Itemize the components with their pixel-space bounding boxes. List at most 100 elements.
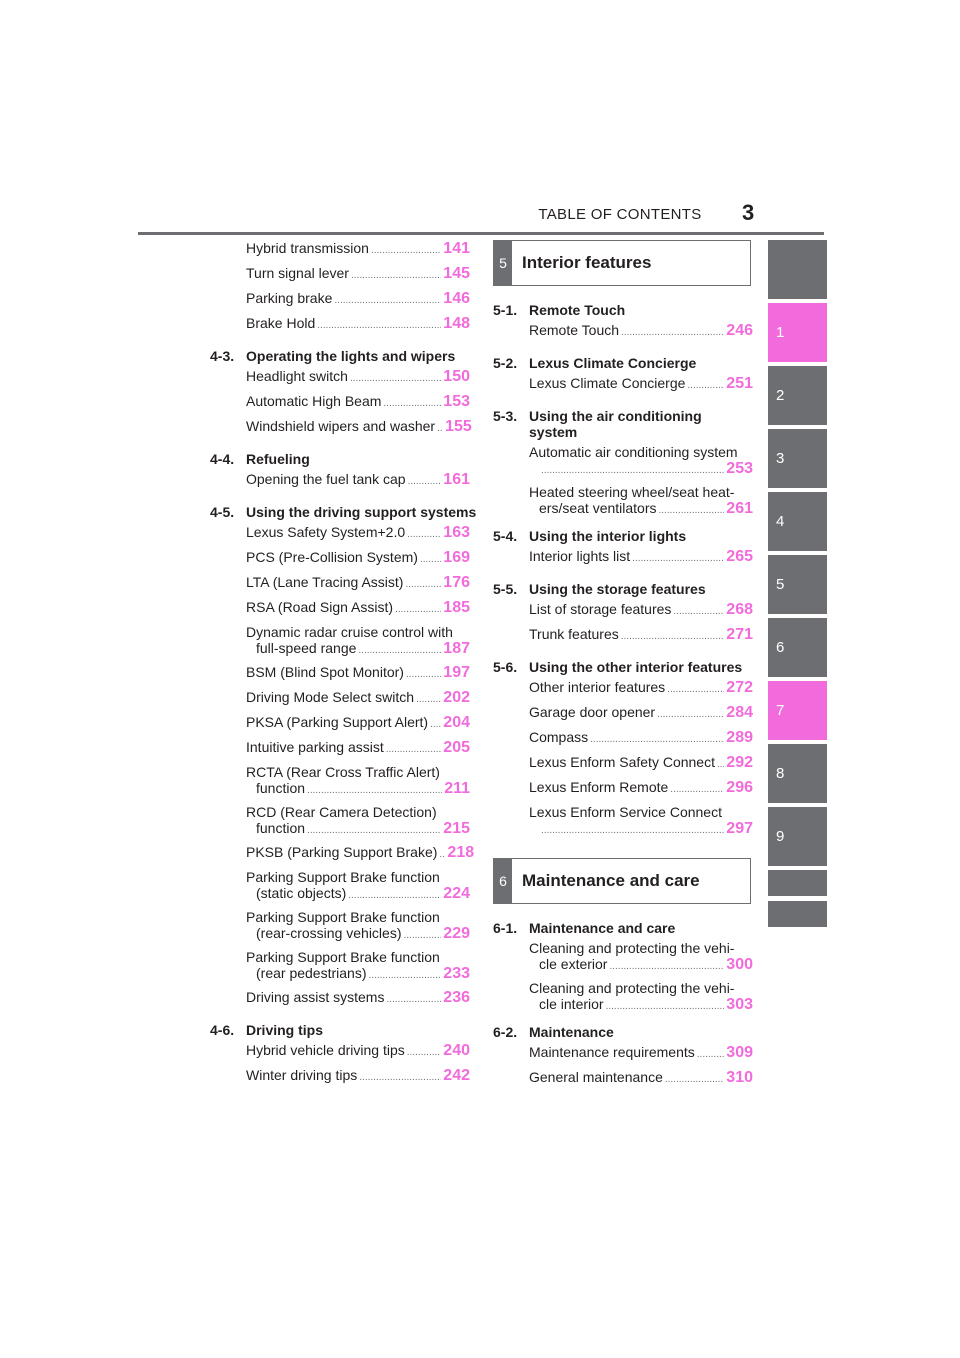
toc-entry[interactable]: Parking brake146 [246, 290, 470, 315]
toc-entry[interactable]: Heated steering wheel/seat heat-ers/seat… [493, 484, 753, 520]
toc-entry[interactable]: Hybrid vehicle driving tips240 [246, 1042, 470, 1067]
toc-entry[interactable]: Driving assist systems236 [246, 989, 470, 1014]
toc-page-number[interactable]: 202 [443, 689, 470, 706]
toc-page-number[interactable]: 161 [443, 471, 470, 488]
toc-entry[interactable]: Lexus Enform Service Connect297 [493, 804, 753, 840]
chapter-tab-index-b[interactable] [768, 901, 827, 927]
toc-page-number[interactable]: 309 [726, 1044, 753, 1061]
toc-page-number[interactable]: 242 [443, 1067, 470, 1084]
chapter-tab-index-a[interactable] [768, 870, 827, 896]
toc-page-number[interactable]: 265 [726, 548, 753, 565]
chapter-tab-blank[interactable] [768, 240, 827, 299]
chapter-tab-1[interactable]: 1 [768, 303, 827, 362]
toc-entry[interactable]: Trunk features271 [493, 626, 753, 651]
toc-page-number[interactable]: 300 [726, 956, 753, 973]
toc-entry[interactable]: RSA (Road Sign Assist)185 [246, 599, 470, 624]
chapter-tab-4[interactable]: 4 [768, 492, 827, 551]
toc-page-number[interactable]: 155 [445, 418, 472, 435]
toc-page-number[interactable]: 272 [726, 679, 753, 696]
leader-dots [359, 1072, 441, 1083]
toc-page-number[interactable]: 197 [443, 664, 470, 681]
toc-entry[interactable]: Maintenance requirements309 [493, 1044, 753, 1069]
toc-entry[interactable]: Winter driving tips242 [246, 1067, 470, 1092]
toc-page-number[interactable]: 169 [443, 549, 470, 566]
toc-page-number[interactable]: 163 [443, 524, 470, 541]
toc-entry[interactable]: Lexus Enform Remote296 [493, 779, 753, 804]
toc-page-number[interactable]: 303 [726, 996, 753, 1013]
toc-entry[interactable]: Hybrid transmission141 [246, 240, 470, 265]
toc-page-number[interactable]: 224 [443, 885, 470, 902]
toc-page-number[interactable]: 229 [443, 925, 470, 942]
toc-entry[interactable]: Opening the fuel tank cap161 [246, 471, 470, 496]
toc-page-number[interactable]: 296 [726, 779, 753, 796]
toc-entry[interactable]: Parking Support Brake function(static ob… [246, 869, 470, 905]
toc-page-number[interactable]: 215 [443, 820, 470, 837]
toc-page-number[interactable]: 246 [726, 322, 753, 339]
toc-page-number[interactable]: 211 [444, 780, 470, 797]
toc-page-number[interactable]: 271 [726, 626, 753, 643]
toc-page-number[interactable]: 297 [726, 820, 753, 837]
chapter-tab-9[interactable]: 9 [768, 807, 827, 866]
toc-entry[interactable]: Turn signal lever145 [246, 265, 470, 290]
toc-entry[interactable]: Automatic air conditioning system253 [493, 444, 753, 480]
toc-page-number[interactable]: 284 [726, 704, 753, 721]
toc-entry[interactable]: RCTA (Rear Cross Traffic Alert)function2… [246, 764, 470, 800]
toc-entry[interactable]: General maintenance310 [493, 1069, 753, 1094]
toc-page-number[interactable]: 261 [726, 500, 753, 517]
toc-entry[interactable]: Brake Hold148 [246, 315, 470, 340]
toc-entry[interactable]: List of storage features268 [493, 601, 753, 626]
toc-entry[interactable]: Garage door opener284 [493, 704, 753, 729]
toc-page-number[interactable]: 146 [443, 290, 470, 307]
toc-page-number[interactable]: 240 [443, 1042, 470, 1059]
toc-page-number[interactable]: 204 [443, 714, 470, 731]
chapter-tab-2[interactable]: 2 [768, 366, 827, 425]
toc-entry[interactable]: Headlight switch150 [246, 368, 470, 393]
toc-entry[interactable]: Cleaning and protecting the vehi-cle ext… [493, 940, 753, 976]
toc-entry[interactable]: Automatic High Beam153 [246, 393, 470, 418]
toc-entry[interactable]: Intuitive parking assist205 [246, 739, 470, 764]
toc-page-number[interactable]: 145 [443, 265, 470, 282]
toc-entry[interactable]: LTA (Lane Tracing Assist)176 [246, 574, 470, 599]
toc-page-number[interactable]: 148 [443, 315, 470, 332]
toc-page-number[interactable]: 205 [443, 739, 470, 756]
toc-entry[interactable]: PKSA (Parking Support Alert)204 [246, 714, 470, 739]
toc-entry[interactable]: Remote Touch246 [493, 322, 753, 347]
toc-page-number[interactable]: 253 [726, 460, 753, 477]
toc-entry[interactable]: Driving Mode Select switch202 [246, 689, 470, 714]
toc-entry[interactable]: BSM (Blind Spot Monitor)197 [246, 664, 470, 689]
toc-page-number[interactable]: 185 [443, 599, 470, 616]
toc-entry[interactable]: Other interior features272 [493, 679, 753, 704]
toc-entry[interactable]: Lexus Enform Safety Connect292 [493, 754, 753, 779]
chapter-tab-6[interactable]: 6 [768, 618, 827, 677]
toc-page-number[interactable]: 153 [443, 393, 470, 410]
toc-page-number[interactable]: 176 [443, 574, 470, 591]
chapter-tab-8[interactable]: 8 [768, 744, 827, 803]
toc-page-number[interactable]: 310 [726, 1069, 753, 1086]
toc-entry[interactable]: RCD (Rear Camera Detection)function215 [246, 804, 470, 840]
toc-entry[interactable]: Windshield wipers and washer155 [246, 418, 472, 443]
toc-entry[interactable]: Lexus Safety System+2.0163 [246, 524, 470, 549]
toc-page-number[interactable]: 251 [726, 375, 753, 392]
chapter-tab-7[interactable]: 7 [768, 681, 827, 740]
toc-page-number[interactable]: 289 [726, 729, 753, 746]
chapter-tab-5[interactable]: 5 [768, 555, 827, 614]
toc-entry[interactable]: Lexus Climate Concierge251 [493, 375, 753, 400]
toc-page-number[interactable]: 292 [726, 754, 753, 771]
toc-page-number[interactable]: 187 [443, 640, 470, 657]
toc-entry[interactable]: PKSB (Parking Support Brake)218 [246, 844, 474, 869]
toc-entry[interactable]: Cleaning and protecting the vehi-cle int… [493, 980, 753, 1016]
toc-entry[interactable]: Interior lights list265 [493, 548, 753, 573]
toc-page-number[interactable]: 268 [726, 601, 753, 618]
chapter-tab-3[interactable]: 3 [768, 429, 827, 488]
toc-page-number[interactable]: 141 [443, 240, 470, 257]
toc-entry[interactable]: PCS (Pre-Collision System)169 [246, 549, 470, 574]
toc-page-number[interactable]: 236 [443, 989, 470, 1006]
toc-page-number[interactable]: 233 [443, 965, 470, 982]
toc-entry[interactable]: Parking Support Brake function(rear-cros… [246, 909, 470, 945]
toc-entry[interactable]: Compass289 [493, 729, 753, 754]
toc-page-number[interactable]: 218 [447, 844, 475, 861]
toc-entry[interactable]: Parking Support Brake function(rear pede… [246, 949, 470, 985]
toc-page-number[interactable]: 150 [443, 368, 470, 385]
